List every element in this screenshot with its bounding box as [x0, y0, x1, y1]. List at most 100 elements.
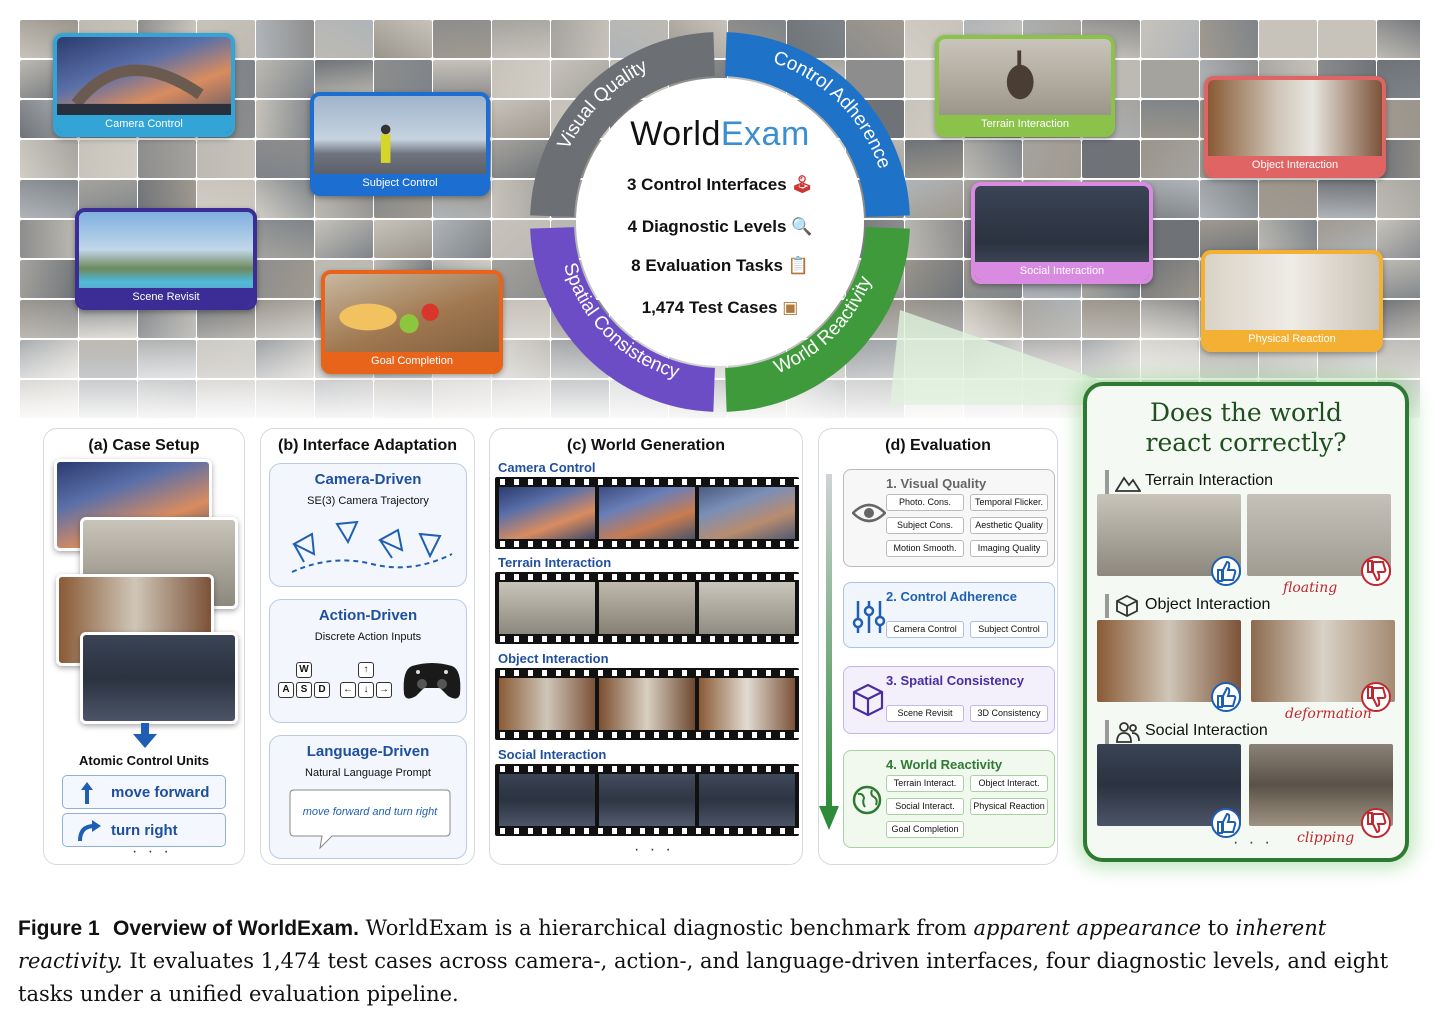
reactivity-question: Does the world react correctly?: [1145, 398, 1347, 457]
thumbnail-subject-control: Subject Control: [310, 92, 490, 196]
key-w: W: [296, 662, 312, 678]
strip-label: Social Interaction: [498, 747, 607, 762]
mosaic-tile: [1141, 60, 1199, 98]
thumbnail-social-interaction: Social Interaction: [971, 182, 1153, 284]
strip-label: Camera Control: [498, 460, 596, 475]
caption-label: Figure 1: [18, 917, 100, 940]
thumbnail-camera-control: Camera Control: [53, 33, 235, 137]
thumbs-up-icon: [1211, 808, 1241, 838]
chip: Temporal Flicker.: [970, 494, 1048, 511]
mosaic-tile: [1200, 180, 1258, 218]
level-title: 1. Visual Quality: [886, 476, 987, 491]
ring-segment: [530, 32, 715, 217]
thumbnail-scene-revisit: Scene Revisit: [75, 208, 257, 310]
thumbnail-label: Object Interaction: [1208, 156, 1382, 174]
thumbs-down-icon: [1361, 808, 1391, 838]
mosaic-tile: [1377, 180, 1420, 218]
thumbs-down-icon: [1361, 556, 1391, 586]
key-s: S: [296, 682, 312, 698]
caption-text: It evaluates 1,474 test cases across cam…: [18, 949, 1389, 1006]
turn-right-arrow-icon: [78, 820, 101, 842]
panel-evaluation: (d) Evaluation 1. Visual Quality Photo. …: [818, 428, 1058, 865]
sliders-icon: [852, 601, 886, 633]
mosaic-tile: [1377, 20, 1420, 58]
camera-trajectory-icon: [291, 520, 453, 573]
chip: Imaging Quality: [970, 540, 1048, 557]
unit-move-forward: move forward: [62, 775, 226, 809]
panel-title: (c) World Generation: [567, 437, 725, 454]
worldexam-title: WorldExam: [525, 115, 915, 154]
thumbnail-terrain-interaction: Terrain Interaction: [935, 35, 1115, 137]
arrow-up-icon: [81, 782, 93, 804]
thumbnail-label: Physical Reaction: [1205, 330, 1379, 348]
thumbnail-label: Terrain Interaction: [939, 115, 1111, 133]
mosaic-tile: [551, 20, 609, 58]
arrow-key-up-icon: ↑: [358, 662, 374, 678]
caption-title: Overview of WorldExam.: [113, 917, 359, 940]
thumbnail-label: Scene Revisit: [79, 288, 253, 306]
mosaic-tile: [905, 220, 963, 258]
person-walking-icon: [380, 124, 391, 163]
mosaic-tile: [1141, 140, 1199, 178]
prompt-text: move forward and turn right: [302, 806, 438, 818]
fruit-bowl-icon: [339, 303, 439, 334]
chip: 3D Consistency: [970, 705, 1048, 722]
mosaic-tile: [905, 180, 963, 218]
stat-test-cases: 1,474 Test Cases ▣: [641, 298, 799, 317]
card-subtitle: SE(3) Camera Trajectory: [307, 495, 429, 507]
unit-turn-right: turn right: [62, 813, 226, 847]
mosaic-tile: [1259, 180, 1317, 218]
chip: Terrain Interact.: [886, 775, 964, 792]
mosaic-tile: [492, 20, 550, 58]
globe-icon: [852, 785, 882, 815]
ring-segment: [725, 227, 910, 412]
mountain-icon: [1115, 476, 1141, 492]
atomic-units-title: Atomic Control Units: [79, 753, 209, 768]
card-action-driven: Action-Driven Discrete Action Inputs W A…: [269, 599, 467, 723]
arrow-key-left-icon: ←: [340, 682, 356, 698]
chip: Subject Control: [970, 621, 1048, 638]
thumbnail-label: Social Interaction: [975, 262, 1149, 280]
title-exam: Exam: [720, 115, 810, 153]
eval-level-visual-quality: 1. Visual Quality Photo. Cons. Temporal …: [843, 469, 1055, 567]
card-title: Action-Driven: [318, 607, 418, 624]
chip: Photo. Cons.: [886, 494, 964, 511]
eval-level-spatial-consistency: 3. Spatial Consistency Scene Revisit 3D …: [843, 666, 1055, 734]
mosaic-tile: [256, 20, 314, 58]
eye-icon: [852, 503, 886, 523]
key-a: A: [278, 682, 294, 698]
gamepad-icon: [403, 663, 461, 699]
level-title: 4. World Reactivity: [886, 757, 1003, 772]
mosaic-tile: [256, 260, 314, 298]
level-title: 2. Control Adherence: [886, 589, 1017, 604]
mosaic-tile: [433, 20, 491, 58]
clipboard-icon: 📋: [787, 256, 809, 275]
level-title: 3. Spatial Consistency: [886, 673, 1024, 688]
mosaic-tile: [1200, 20, 1258, 58]
progress-arrow-icon: [819, 474, 839, 830]
chip: Goal Completion: [886, 821, 964, 838]
film-strip-object-interaction: [495, 668, 799, 740]
speech-bubble-icon: [289, 789, 451, 850]
mosaic-tile: [79, 140, 137, 178]
thumbnail-label: Subject Control: [314, 174, 486, 192]
strip-label: Terrain Interaction: [498, 555, 612, 570]
ring-segment: [725, 32, 910, 217]
mosaic-tile: [138, 140, 196, 178]
mosaic-tile: [315, 20, 373, 58]
mosaic-tile: [20, 260, 78, 298]
connector-wedge: [890, 310, 1110, 405]
mosaic-tile: [374, 20, 432, 58]
mosaic-tile: [905, 140, 963, 178]
mosaic-tile: [846, 20, 904, 58]
strip-label: Object Interaction: [498, 651, 609, 666]
arrow-key-right-icon: →: [376, 682, 392, 698]
caption-text: WorldExam is a hierarchical diagnostic b…: [358, 916, 974, 940]
arrow-key-down-icon: ↓: [358, 682, 374, 698]
card-language-driven: Language-Driven Natural Language Prompt …: [269, 735, 467, 859]
arrow-down-icon: [133, 723, 157, 748]
chip: Social Interact.: [886, 798, 964, 815]
chip: Subject Cons.: [886, 517, 964, 534]
